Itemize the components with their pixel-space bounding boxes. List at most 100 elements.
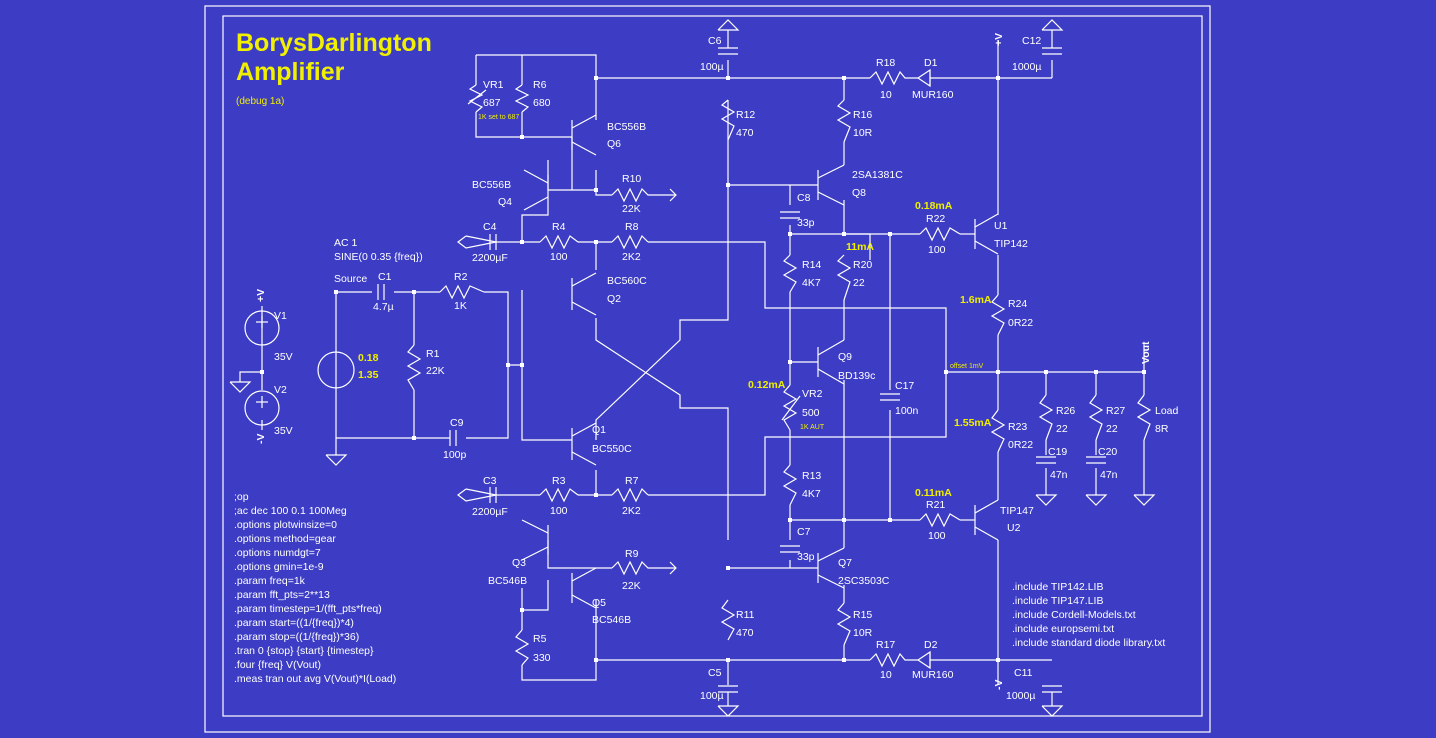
include-line: .include TIP147.LIB — [1012, 595, 1103, 607]
label-q2-part: BC560C — [607, 275, 647, 287]
include-line: .include Cordell-Models.txt — [1012, 609, 1136, 621]
r4-symbol — [539, 234, 579, 250]
r18-symbol — [869, 70, 918, 86]
flag-symbols — [457, 188, 677, 575]
label-load-ref: Load — [1155, 405, 1179, 417]
label-r8-val: 2K2 — [622, 251, 641, 263]
directive-line: ;ac dec 100 0.1 100Meg — [234, 505, 347, 517]
vr2-note: 1K AUT — [800, 424, 825, 431]
label-vr1-val: 687 — [483, 97, 501, 109]
label-r21-val: 100 — [928, 530, 946, 542]
label-q5-part: BC546B — [592, 614, 631, 626]
label-r14-ref: R14 — [802, 259, 821, 271]
label-q8-part: 2SA1381C — [852, 169, 903, 181]
label-c8-ref: C8 — [797, 192, 811, 204]
label-q9-ref: Q9 — [838, 351, 852, 363]
label-d1-ref: D1 — [924, 57, 938, 69]
label-c9-ref: C9 — [450, 417, 464, 429]
directive-line: .options method=gear — [234, 533, 336, 545]
label-u1-part: TIP142 — [994, 238, 1028, 250]
current-vr2: 0.12mA — [748, 379, 786, 391]
label-c8-val: 33p — [797, 217, 815, 229]
directive-line: .param start=((1/{freq})*4) — [234, 617, 354, 629]
r17-symbol — [869, 652, 918, 668]
label-u2-ref: U2 — [1007, 522, 1021, 534]
label-v1-ref: V1 — [274, 310, 287, 322]
label-c17-ref: C17 — [895, 380, 914, 392]
label-q7-part: 2SC3503C — [838, 575, 890, 587]
label-source-val2: 1.35 — [358, 369, 379, 381]
r13-symbol — [782, 464, 798, 506]
r5-symbol — [514, 629, 530, 666]
r11-symbol — [720, 599, 736, 641]
r21-symbol — [919, 512, 961, 528]
include-line: .include europsemi.txt — [1012, 623, 1114, 635]
r14-symbol — [782, 254, 798, 293]
label-r20-val: 22 — [853, 277, 865, 289]
directive-line: .param fft_pts=2**13 — [234, 589, 330, 601]
title-line-1: BorysDarlington — [236, 29, 432, 57]
r10-symbol — [611, 187, 676, 203]
include-line: .include standard diode library.txt — [1012, 637, 1165, 649]
directive-line: .options plotwinsize=0 — [234, 519, 337, 531]
label-r17-val: 10 — [880, 669, 892, 681]
label-q6-ref: Q6 — [607, 138, 621, 150]
label-c11-ref: C11 — [1014, 667, 1033, 679]
label-source-name: Source — [334, 273, 367, 285]
label-r23-val: 0R22 — [1008, 439, 1033, 451]
label-r2-val: 1K — [454, 300, 467, 312]
title-line-2: Amplifier — [236, 58, 345, 86]
label-v2-val: 35V — [274, 425, 293, 437]
label-v2-ref: V2 — [274, 384, 287, 396]
label-load-val: 8R — [1155, 423, 1169, 435]
capacitor-symbols — [377, 30, 1106, 693]
label-q6-part: BC556B — [607, 121, 646, 133]
label-r6-val: 680 — [533, 97, 551, 109]
label-r27-ref: R27 — [1106, 405, 1125, 417]
current-r20: 11mA — [846, 241, 874, 253]
label-d1-part: MUR160 — [912, 89, 954, 101]
label-r8-ref: R8 — [625, 221, 639, 233]
diode-symbols — [917, 68, 952, 670]
label-c19-val: 47n — [1050, 469, 1068, 481]
label-q9-part: BD139c — [838, 370, 875, 382]
label-q2-ref: Q2 — [607, 293, 621, 305]
r7-symbol — [611, 487, 649, 503]
r24-symbol — [990, 294, 1006, 336]
resistor-symbols — [406, 70, 1152, 668]
label-vr2-ref: VR2 — [802, 388, 823, 400]
label-r22-val: 100 — [928, 244, 946, 256]
label-c5-ref: C5 — [708, 667, 722, 679]
label-r22-ref: R22 — [926, 213, 945, 225]
label-r11-ref: R11 — [736, 609, 755, 621]
current-r23: 1.55mA — [954, 417, 992, 429]
label-r26-ref: R26 — [1056, 405, 1075, 417]
net-vneg-bottom: -V — [993, 680, 1005, 691]
label-r26-val: 22 — [1056, 423, 1068, 435]
label-q3-part: BC546B — [488, 575, 527, 587]
label-r23-ref: R23 — [1008, 421, 1027, 433]
label-source-ac: AC 1 — [334, 237, 358, 249]
r16-symbol — [836, 99, 852, 143]
label-c20-ref: C20 — [1098, 446, 1117, 458]
label-c3-ref: C3 — [483, 475, 497, 487]
label-source-val1: 0.18 — [358, 352, 379, 364]
label-r24-val: 0R22 — [1008, 317, 1033, 329]
directive-line: ;op — [234, 491, 249, 503]
label-c12-val: 1000µ — [1012, 61, 1041, 73]
vr1-note: 1K set to 687 — [478, 114, 519, 121]
r1-symbol — [406, 344, 422, 391]
label-r16-val: 10R — [853, 127, 873, 139]
label-r9-ref: R9 — [625, 548, 639, 560]
label-c7-ref: C7 — [797, 526, 811, 538]
offset-note: offset 1mV — [950, 363, 984, 370]
label-c6-ref: C6 — [708, 35, 722, 47]
label-r11-val: 470 — [736, 627, 754, 639]
label-c1-val: 4.7µ — [373, 301, 394, 313]
label-c3-val: 2200µF — [472, 506, 508, 518]
label-c9-val: 100p — [443, 449, 467, 461]
label-c12-ref: C12 — [1022, 35, 1041, 47]
label-r15-val: 10R — [853, 627, 873, 639]
subtitle: (debug 1a) — [236, 96, 284, 107]
load-symbol — [1136, 394, 1152, 441]
